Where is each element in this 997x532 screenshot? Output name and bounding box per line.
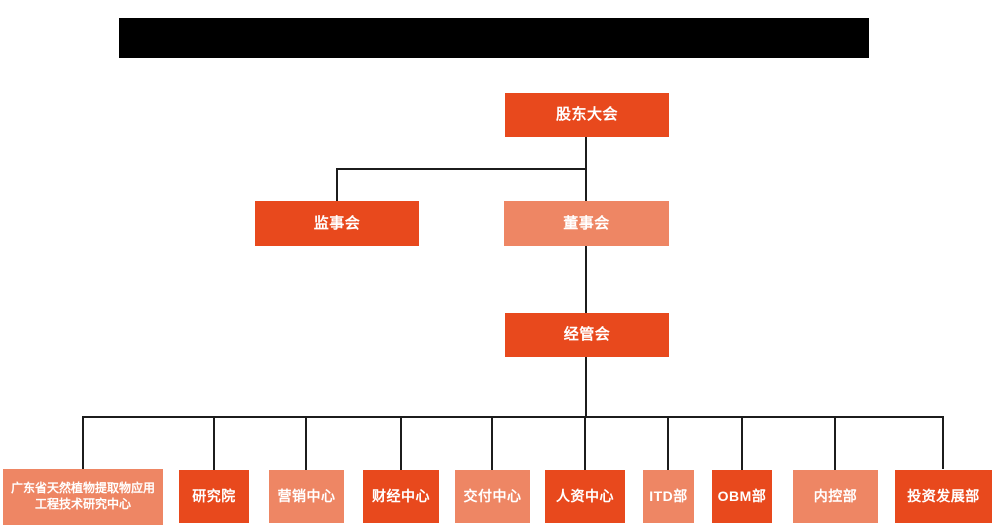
connector-departments-horizontal [82,416,944,418]
connector-drop-4 [400,416,402,470]
connector-drop-1 [82,416,84,469]
connector-drop-2 [213,416,215,470]
connector-drop-9 [834,416,836,470]
dept-hr-center: 人资中心 [545,470,625,523]
dept-finance-center: 财经中心 [363,470,439,523]
connector-management-down [585,357,587,418]
dept-delivery-center: 交付中心 [455,470,530,523]
connector-drop-6 [584,416,586,470]
connector-shareholders-down [585,137,587,170]
connector-drop-10 [942,416,944,469]
dept-investment-development: 投资发展部 [895,470,992,523]
node-shareholders-meeting: 股东大会 [505,93,669,137]
connector-drop-8 [741,416,743,470]
node-management-committee: 经管会 [505,313,669,357]
redacted-title-bar [119,18,869,58]
dept-itd: ITD部 [643,470,694,523]
connector-to-supervisors [336,168,338,201]
dept-guangdong-research-center: 广东省天然植物提取物应用工程技术研究中心 [3,469,163,525]
connector-drop-3 [305,416,307,470]
connector-directors-to-management [585,246,587,313]
dept-marketing-center: 营销中心 [269,470,344,523]
node-board-of-directors: 董事会 [504,201,669,246]
dept-obm: OBM部 [712,470,772,523]
connector-drop-5 [491,416,493,470]
connector-to-directors [585,168,587,201]
dept-internal-control: 内控部 [793,470,878,523]
connector-drop-7 [667,416,669,470]
dept-research-institute: 研究院 [179,470,249,523]
connector-level2-horizontal [336,168,587,170]
node-supervisory-board: 监事会 [255,201,419,246]
